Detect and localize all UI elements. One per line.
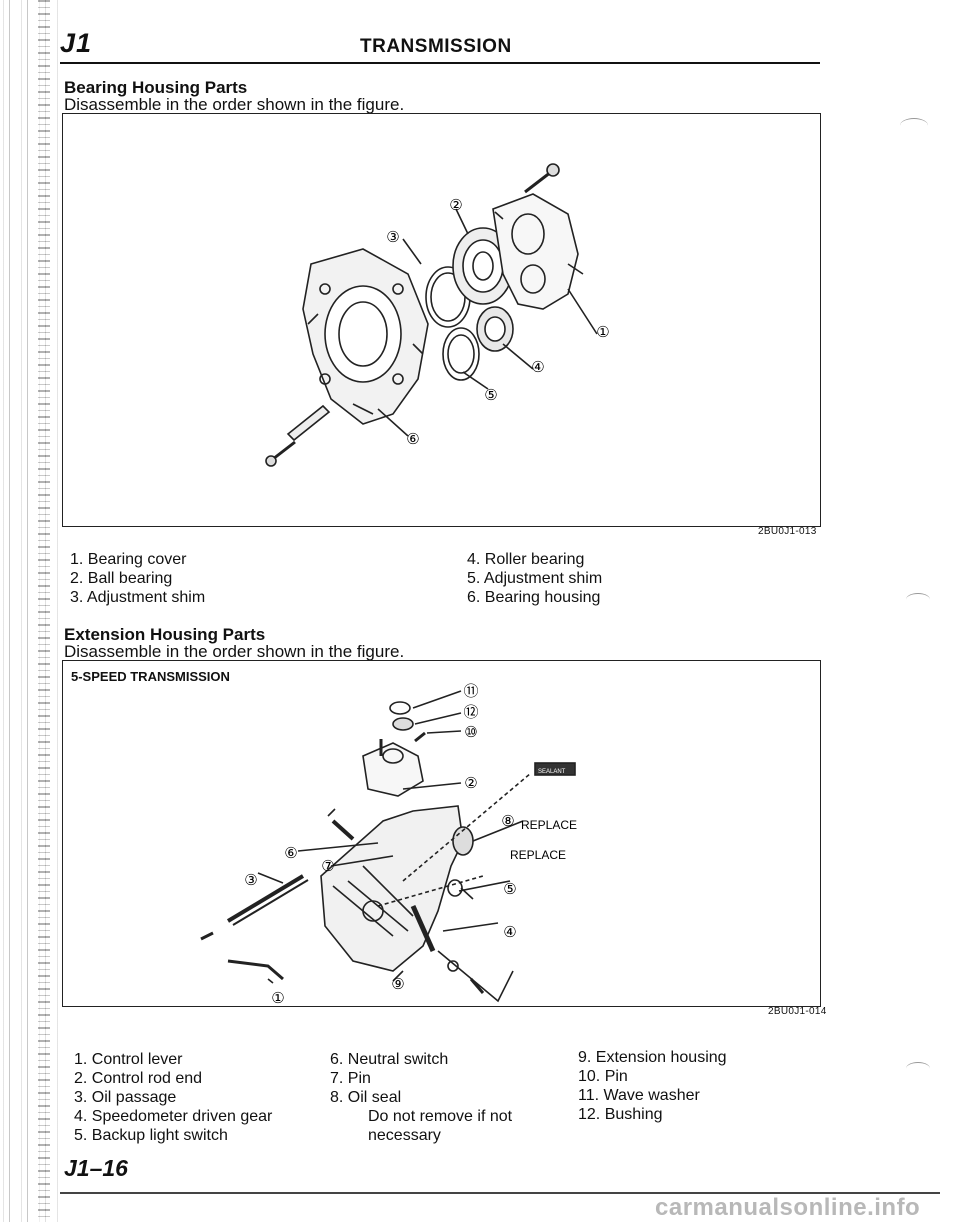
legend-item: 2. Ball bearing [70, 570, 173, 587]
callout-3: ③ [386, 228, 399, 246]
bearing-housing-figure: ③ ② ① ④ ⑤ ⑥ [62, 113, 821, 527]
callout-10: ⑩ [464, 723, 477, 741]
legend-item: 4. Speedometer driven gear [74, 1108, 273, 1125]
callout-4: ④ [503, 923, 516, 941]
legend-note: necessary [368, 1127, 441, 1144]
legend-item: 3. Oil passage [74, 1089, 177, 1106]
replace-label-2: REPLACE [510, 848, 566, 862]
sealant-label: SEALANT [538, 769, 566, 775]
callout-3: ③ [244, 871, 257, 889]
callout-2: ② [449, 196, 462, 214]
legend-item: 11. Wave washer [578, 1087, 700, 1104]
bearing-housing-drawing: ③ ② ① ④ ⑤ ⑥ [265, 163, 610, 467]
legend-item: 7. Pin [330, 1070, 371, 1087]
legend-item: 5. Adjustment shim [467, 570, 603, 587]
callout-9: ⑨ [391, 975, 404, 993]
section-code: J1 [60, 28, 93, 58]
site-watermark: carmanualsonline.info [655, 1194, 921, 1221]
page-title: TRANSMISSION [360, 36, 512, 57]
bearing-figure-id: 2BU0J1-013 [758, 526, 817, 537]
legend-item: 9. Extension housing [578, 1049, 727, 1066]
callout-12: ⑫ [463, 703, 478, 721]
legend-item: 6. Neutral switch [330, 1051, 449, 1068]
legend-item: 8. Oil seal [330, 1089, 402, 1106]
margin-scan-mark [906, 593, 930, 606]
bearing-section-instruction: Disassemble in the order shown in the fi… [64, 95, 405, 114]
legend-note: Do not remove if not [368, 1108, 513, 1125]
binding-edge [0, 0, 58, 1222]
extension-housing-drawing: ⑪ ⑫ ⑩ ② ⑧ ⑥ ⑦ ③ ⑤ ④ ⑨ ① REPLACE REPLACE … [200, 682, 577, 1007]
footer-rule [60, 1192, 940, 1194]
extension-section-title: Extension Housing Parts [64, 625, 266, 644]
extension-housing-figure: 5-SPEED TRANSMISSION [62, 660, 821, 1007]
legend-item: 1. Bearing cover [70, 551, 187, 568]
callout-7: ⑦ [321, 857, 334, 875]
legend-item: 4. Roller bearing [467, 551, 585, 568]
extension-legend-col3: 9. Extension housing 10. Pin 11. Wave wa… [578, 1048, 727, 1124]
callout-11: ⑪ [463, 682, 478, 700]
legend-item: 1. Control lever [74, 1051, 183, 1068]
extension-housing-shape [320, 805, 464, 972]
header-rule [60, 62, 820, 64]
binding-edge-shadow [38, 0, 50, 1222]
bearing-section-title: Bearing Housing Parts [64, 78, 248, 97]
margin-scan-mark [906, 1062, 930, 1075]
legend-item: 3. Adjustment shim [70, 589, 206, 606]
callout-6: ⑥ [406, 430, 419, 448]
legend-item: 10. Pin [578, 1068, 628, 1085]
extension-legend-col1: 1. Control lever 2. Control rod end 3. O… [74, 1050, 272, 1145]
callout-5: ⑤ [484, 386, 497, 404]
callout-1: ① [596, 323, 609, 341]
callout-5: ⑤ [503, 880, 516, 898]
callout-1: ① [271, 989, 284, 1006]
callout-4: ④ [531, 358, 544, 376]
bearing-legend-left: 1. Bearing cover 2. Ball bearing 3. Adju… [70, 550, 205, 607]
bearing-legend-right: 4. Roller bearing 5. Adjustment shim 6. … [467, 550, 602, 607]
extension-section-instruction: Disassemble in the order shown in the fi… [64, 642, 405, 661]
callout-6: ⑥ [284, 844, 297, 862]
transmission-type-label: 5-SPEED TRANSMISSION [71, 669, 230, 684]
legend-item: 6. Bearing housing [467, 589, 601, 606]
margin-scan-mark [900, 118, 928, 133]
legend-item: 2. Control rod end [74, 1070, 203, 1087]
page-number: J1–16 [64, 1155, 128, 1181]
extension-legend-col2: 6. Neutral switch 7. Pin 8. Oil seal Do … [330, 1050, 512, 1145]
replace-label-1: REPLACE [521, 818, 577, 832]
legend-item: 5. Backup light switch [74, 1127, 228, 1144]
extension-figure-id: 2BU0J1-014 [768, 1006, 827, 1017]
callout-2: ② [464, 774, 477, 792]
callout-8: ⑧ [501, 812, 514, 830]
legend-item: 12. Bushing [578, 1106, 663, 1123]
